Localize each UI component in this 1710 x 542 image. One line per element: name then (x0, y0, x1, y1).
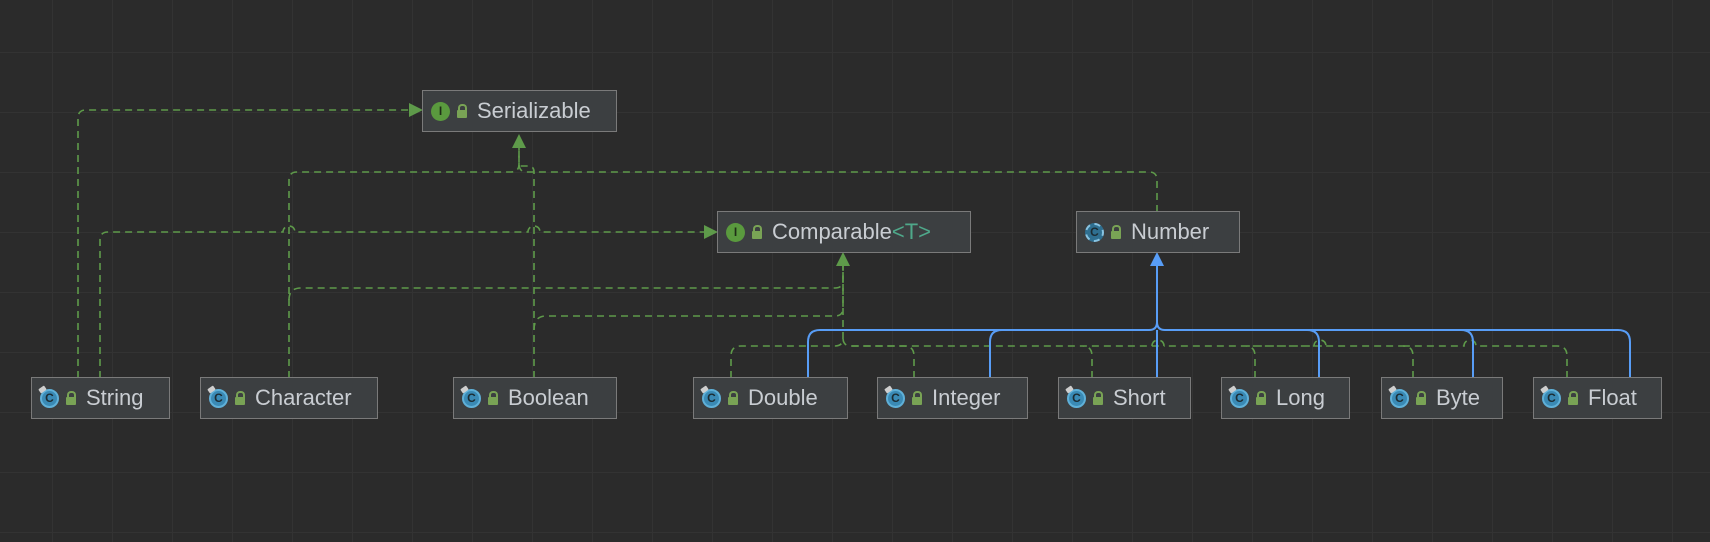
public-lock-icon (488, 390, 498, 405)
public-lock-icon (235, 390, 245, 405)
public-lock-icon (912, 390, 922, 405)
node-label: Serializable (477, 98, 591, 123)
edge-string-serializable (77, 103, 423, 378)
node-label: Double (748, 385, 818, 410)
public-lock-icon (1256, 390, 1266, 405)
class-icon: C (700, 384, 721, 408)
node-number[interactable]: C Number (1076, 211, 1240, 253)
class-icon: C (1388, 384, 1409, 408)
node-label: String (86, 385, 144, 410)
node-label: Float (1588, 385, 1637, 410)
edge-long-comparable (1164, 339, 1327, 378)
class-icon: C (207, 384, 228, 408)
public-lock-icon (1568, 390, 1578, 405)
class-icon: C (1540, 384, 1561, 408)
public-lock-icon (1416, 390, 1426, 405)
edge-boolean-comparable (533, 254, 844, 331)
public-lock-icon (66, 390, 76, 405)
type-parameter: <T> (891, 219, 931, 244)
edge-byte-comparable (1326, 345, 1414, 378)
node-label: Short (1113, 385, 1166, 410)
interface-icon: I (726, 222, 745, 242)
node-double[interactable]: C Double (693, 377, 848, 419)
class-icon: C (460, 384, 481, 408)
edge-boolean-serializable (518, 136, 535, 378)
node-short[interactable]: C Short (1058, 377, 1191, 419)
node-long[interactable]: C Long (1221, 377, 1350, 419)
edge-long-number (1156, 321, 1320, 378)
edge-double-comparable (730, 254, 844, 378)
public-lock-icon (1093, 390, 1103, 405)
edge-number-serializable (518, 163, 1158, 212)
edge-integer-number (989, 329, 1149, 378)
node-label: Byte (1436, 385, 1481, 410)
edge-float-comparable (1403, 339, 1568, 378)
node-comparable[interactable]: I Comparable <T> (717, 211, 971, 253)
node-boolean[interactable]: C Boolean (453, 377, 617, 419)
node-serializable[interactable]: I Serializable (422, 90, 617, 132)
node-string[interactable]: C String (31, 377, 170, 419)
node-byte[interactable]: C Byte (1381, 377, 1503, 419)
edge-character-comparable (288, 252, 850, 301)
class-icon: C (884, 384, 905, 408)
public-lock-icon (1111, 224, 1121, 239)
abstract-class-icon: C (1085, 222, 1104, 242)
node-label: Boolean (508, 385, 589, 410)
node-label: Number (1131, 219, 1210, 244)
node-float[interactable]: C Float (1533, 377, 1662, 419)
node-label: Integer (932, 385, 1001, 410)
edge-string-comparable (99, 225, 718, 378)
node-label: Long (1276, 385, 1325, 410)
edge-float-number (1461, 329, 1631, 378)
node-label: Comparable (772, 219, 892, 244)
edge-short-comparable (851, 339, 1165, 378)
edge-byte-number (1307, 329, 1474, 378)
interface-icon: I (431, 101, 450, 121)
edge-integer-comparable (842, 337, 915, 378)
node-character[interactable]: C Character (200, 377, 378, 419)
public-lock-icon (457, 103, 467, 118)
class-icon: C (1228, 384, 1249, 408)
node-integer[interactable]: C Integer (877, 377, 1028, 419)
public-lock-icon (752, 224, 762, 239)
public-lock-icon (728, 390, 738, 405)
class-icon: C (1065, 384, 1086, 408)
edge-double-number (807, 252, 1164, 378)
node-label: Character (255, 385, 352, 410)
edge-character-serializable (288, 134, 526, 378)
class-icon: C (38, 384, 59, 408)
